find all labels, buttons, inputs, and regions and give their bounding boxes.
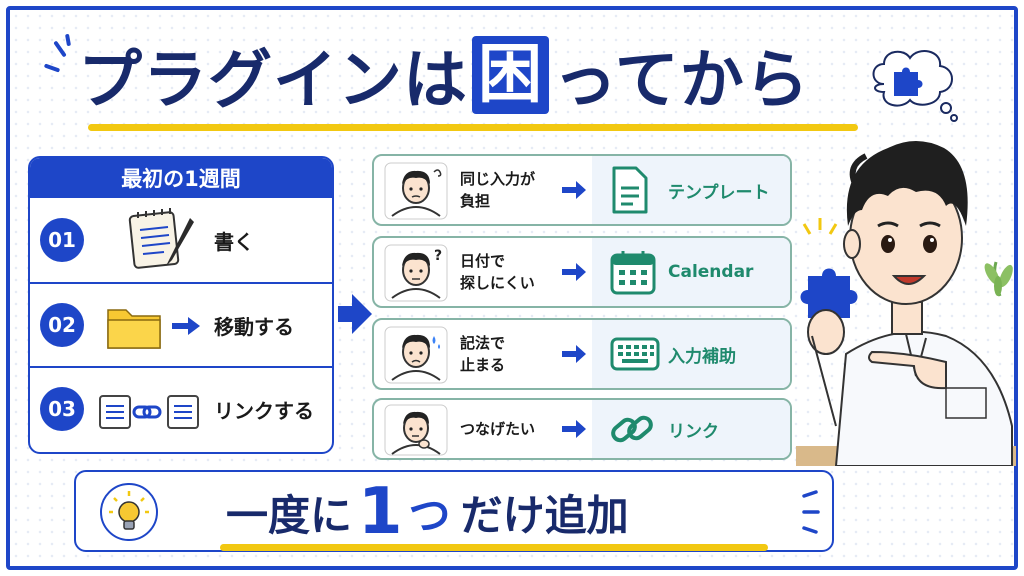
doctor-illustration: [796, 141, 1016, 466]
step-2: 02 移動する: [30, 282, 332, 366]
link-icon: [611, 415, 653, 443]
problem-card-3: 記法で止まる 入力補助: [372, 318, 792, 390]
arrow-right-icon: [562, 263, 586, 281]
lightbulb-badge: [100, 483, 158, 541]
step-number: 03: [40, 387, 84, 431]
notepad-pen-icon: [128, 208, 194, 269]
problem-text: 記法で止まる: [460, 334, 506, 374]
spark-lines-icon: [802, 490, 820, 534]
banner-part3: だけ追加: [460, 490, 629, 540]
confused-face-icon: ?: [384, 244, 448, 302]
arrow-right-icon: [172, 317, 200, 335]
worried-face-icon: [384, 162, 448, 220]
lightbulb-icon: [109, 491, 149, 530]
problem-card-2: ? 日付で探しにくい Calendar: [372, 236, 792, 308]
step-3: 03 リンクする: [30, 366, 332, 450]
first-week-heading: 最初の1週間: [30, 158, 332, 198]
arrow-right-icon: [562, 345, 586, 363]
puzzle-icon: [800, 268, 858, 318]
folder-icon: [107, 309, 161, 349]
solution-area: [592, 400, 790, 458]
sweating-face-icon: [384, 326, 448, 384]
solution-label: テンプレート: [668, 182, 770, 203]
step-label: 書く: [214, 229, 254, 254]
big-arrow-icon: [338, 294, 372, 334]
banner-text: 一度に 1 つ だけ追加: [226, 475, 629, 549]
first-week-panel: 最初の1週間 01 書く 02 移動する 03: [28, 156, 334, 454]
banner-part1: 一度に: [226, 490, 353, 540]
title-part2: ってから: [553, 44, 810, 118]
step-number: 01: [40, 218, 84, 262]
title-part1: プラグインは: [78, 44, 468, 118]
solution-label: リンク: [668, 421, 719, 442]
keyboard-icon: [610, 337, 660, 371]
problem-text: 同じ入力が負担: [460, 170, 536, 210]
thought-bubble: [872, 50, 958, 122]
puzzle-icon: [894, 67, 923, 96]
step-1: 01 書く: [30, 198, 332, 282]
problem-text: 日付で探しにくい: [460, 252, 535, 292]
problem-card-4: つなげたい リンク: [372, 398, 792, 460]
banner-number: 1: [358, 475, 403, 549]
step-label: リンクする: [214, 398, 314, 423]
solution-label: Calendar: [668, 262, 754, 282]
solution-label: 入力補助: [668, 346, 736, 367]
document-icon: [612, 166, 648, 214]
page-title: プラグインは困ってから: [78, 30, 810, 120]
step-number: 02: [40, 303, 84, 347]
title-highlight: 困: [472, 36, 549, 114]
banner-underline: [220, 544, 768, 551]
tip-banner: 一度に 1 つ だけ追加: [74, 470, 834, 552]
plant-icon: [984, 261, 1013, 297]
svg-text:?: ?: [434, 248, 442, 264]
problem-text: つなげたい: [460, 420, 536, 438]
step-label: 移動する: [214, 314, 294, 339]
title-underline: [88, 124, 858, 131]
arrow-right-icon: [562, 420, 586, 438]
banner-part2: つ: [408, 490, 451, 540]
problem-card-1: 同じ入力が負担 テンプレート: [372, 154, 792, 226]
linked-documents-icon: [99, 395, 199, 429]
arrow-right-icon: [562, 181, 586, 199]
thinking-face-icon: [384, 404, 448, 456]
calendar-icon: [610, 251, 656, 295]
